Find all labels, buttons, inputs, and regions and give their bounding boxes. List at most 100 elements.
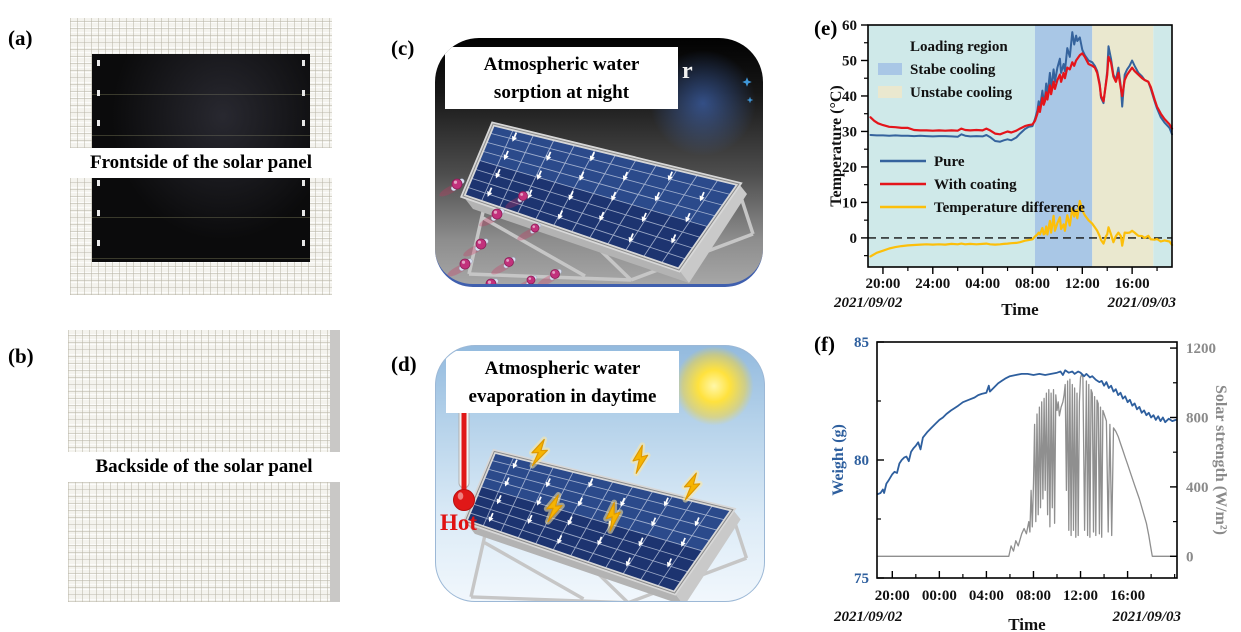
arrow-icon — [654, 191, 660, 202]
day-title-line1: Atmospheric water — [484, 358, 641, 379]
arrow-icon — [694, 517, 700, 527]
svg-text:20: 20 — [842, 160, 857, 176]
svg-text:40: 40 — [842, 89, 857, 105]
plot-frame — [867, 24, 1173, 268]
background-text-remnant: r — [682, 58, 693, 84]
arrow-icon — [557, 535, 563, 545]
arrow-icon — [579, 171, 585, 181]
day-title-line2: evaporation in daytime — [468, 386, 657, 407]
svg-text:10: 10 — [842, 195, 857, 211]
arrow-icon — [496, 494, 502, 505]
arrow-icon — [663, 497, 669, 507]
arrow-icon — [699, 191, 705, 202]
arrow-icon — [557, 210, 564, 220]
svg-text:Temperature (°C): Temperature (°C) — [830, 85, 845, 206]
star — [746, 96, 754, 104]
svg-text:85: 85 — [854, 335, 869, 351]
arrow-icon — [622, 171, 629, 182]
arrow-icon — [651, 517, 657, 527]
water-molecule — [463, 238, 489, 257]
svg-text:12:00: 12:00 — [1065, 276, 1100, 292]
day-title-box: Atmospheric water evaporation in daytime — [446, 351, 679, 413]
water-molecule — [491, 257, 516, 275]
arrow-icon — [680, 537, 686, 547]
water-molecule — [517, 223, 542, 241]
arrow-icon — [577, 497, 583, 507]
water-molecule — [479, 208, 505, 227]
legend-swatch — [878, 63, 902, 75]
arrow-icon — [504, 477, 510, 487]
panel-f-letter: (f) — [814, 332, 835, 356]
arrow-icon — [685, 212, 691, 223]
sun-icon — [674, 346, 754, 426]
svg-text:0: 0 — [850, 231, 858, 247]
svg-text:16:00: 16:00 — [1115, 276, 1150, 292]
arrow-icon — [495, 168, 501, 179]
arrow-icon — [545, 478, 551, 488]
panel-b-letter: (b) — [8, 344, 34, 368]
panel-face — [465, 451, 733, 594]
svg-text:20:00: 20:00 — [875, 588, 910, 604]
svg-text:16:00: 16:00 — [1110, 588, 1145, 604]
svg-text:08:00: 08:00 — [1015, 276, 1050, 292]
arrow-icon — [597, 536, 603, 546]
panel-face — [463, 124, 739, 270]
svg-text:30: 30 — [842, 124, 857, 140]
svg-text:60: 60 — [842, 18, 857, 34]
arrow-icon — [628, 233, 634, 243]
water-molecule — [439, 178, 465, 197]
arrow-icon — [512, 459, 518, 469]
svg-text:Pure: Pure — [934, 154, 965, 170]
arrow-icon — [546, 151, 552, 162]
night-illustration — [439, 121, 755, 284]
arrow-icon — [536, 170, 542, 180]
water-molecule — [473, 278, 499, 284]
band — [1092, 25, 1154, 267]
panel-e-letter: (e) — [814, 16, 838, 40]
svg-text:80: 80 — [854, 453, 869, 469]
svg-text:1200: 1200 — [1186, 341, 1216, 357]
svg-text:24:00: 24:00 — [915, 276, 950, 292]
svg-text:04:00: 04:00 — [969, 588, 1004, 604]
svg-text:Weight (g): Weight (g) — [830, 424, 847, 496]
night-title-line2: sorption at night — [493, 82, 630, 103]
arrow-icon — [588, 478, 594, 488]
frontside-caption: Frontside of the solar panel — [70, 148, 332, 178]
svg-text:00:00: 00:00 — [922, 588, 957, 604]
arrow-icon — [611, 191, 617, 202]
hot-label: Hot — [440, 510, 478, 535]
thermo-mercury — [461, 400, 467, 492]
thermo-bulb — [453, 489, 475, 511]
svg-text:12:00: 12:00 — [1063, 588, 1098, 604]
svg-text:20:00: 20:00 — [865, 276, 900, 292]
backside-caption: Backside of the solar panel — [68, 452, 340, 482]
series-with-coating — [869, 52, 1174, 136]
sorption-arrows — [488, 459, 700, 568]
svg-text:08:00: 08:00 — [1016, 588, 1051, 604]
water-molecule — [537, 269, 562, 284]
arrow-icon — [536, 496, 542, 506]
legend-swatch — [878, 40, 902, 52]
lightning-bolt-icon — [681, 470, 703, 503]
frontside-photo: Frontside of the solar panel — [70, 18, 332, 295]
arrow-icon — [527, 514, 533, 524]
legend-swatch — [878, 86, 902, 98]
crescent — [722, 77, 739, 110]
svg-text:With coating: With coating — [934, 177, 1017, 193]
arrow-icon — [503, 150, 509, 161]
svg-text:04:00: 04:00 — [965, 276, 1000, 292]
svg-text:Time: Time — [1001, 300, 1039, 317]
svg-text:Time: Time — [1008, 615, 1046, 632]
moon-icon — [722, 77, 754, 110]
night-title-box: Atmospheric water sorption at night — [445, 47, 678, 109]
svg-text:800: 800 — [1186, 410, 1209, 426]
arrow-icon — [487, 187, 493, 197]
svg-text:2021/09/02: 2021/09/02 — [833, 609, 903, 625]
svg-text:2021/09/03: 2021/09/03 — [1107, 295, 1177, 311]
water-molecule — [513, 275, 538, 284]
svg-text:400: 400 — [1186, 480, 1209, 496]
svg-text:Loading region: Loading region — [910, 39, 1008, 55]
